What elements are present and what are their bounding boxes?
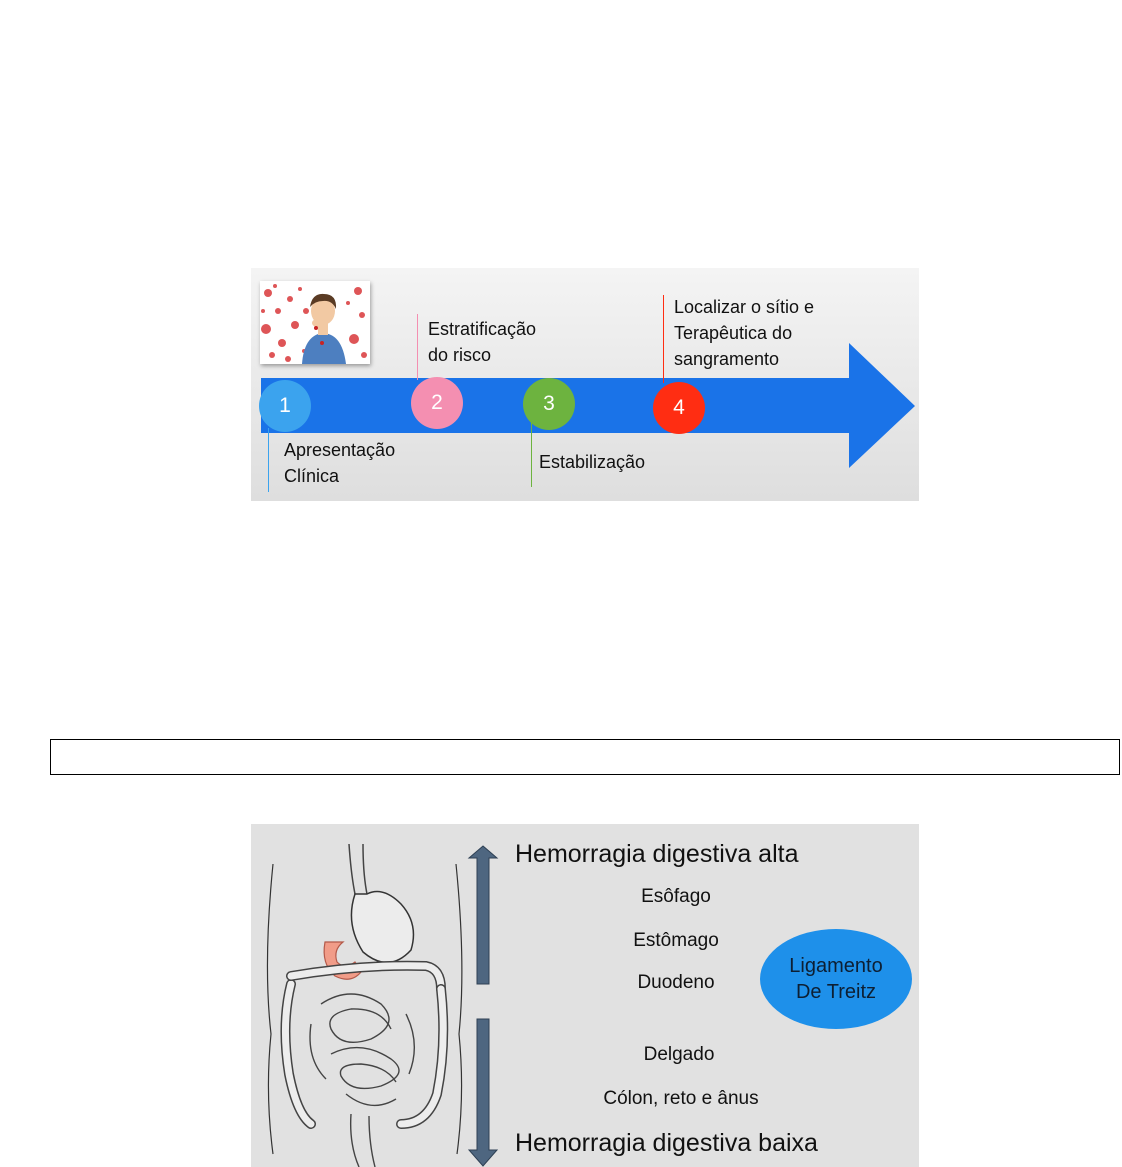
step-2-label: Estratificação do risco — [428, 316, 536, 368]
organ-duodenum: Duodeno — [576, 972, 776, 994]
downward-arrow-icon — [469, 1019, 497, 1166]
step-3-circle: 3 — [523, 378, 575, 430]
organ-small-intestine: Delgado — [579, 1044, 779, 1066]
gi-bleeding-figure: Hemorragia digestiva alta Esôfago Estôma… — [251, 824, 919, 1167]
step-3-connector — [531, 423, 532, 487]
person-coughing-blood-illustration — [260, 281, 370, 364]
step-1-connector — [268, 428, 269, 492]
organ-esophagus: Esôfago — [576, 886, 776, 908]
step-4-label: Localizar o sítio e Terapêutica do sangr… — [674, 294, 814, 372]
step-1-label: Apresentação Clínica — [284, 437, 395, 489]
organ-colon-rectum-anus: Cólon, reto e ânus — [581, 1088, 781, 1110]
step-3-label: Estabilização — [539, 449, 645, 475]
organ-stomach: Estômago — [576, 930, 776, 952]
step-2-connector — [417, 314, 418, 380]
upper-gi-bleeding-title: Hemorragia digestiva alta — [515, 840, 798, 869]
lower-gi-bleeding-title: Hemorragia digestiva baixa — [515, 1129, 818, 1158]
step-4-connector — [663, 295, 664, 383]
step-1-circle: 1 — [259, 380, 311, 432]
upward-arrow-icon — [469, 846, 497, 984]
step-2-circle: 2 — [411, 377, 463, 429]
empty-text-box — [50, 739, 1120, 775]
timeline-figure: 1 Apresentação Clínica 2 Estratificação … — [251, 268, 919, 501]
ligament-of-treitz-badge: Ligamento De Treitz — [760, 929, 912, 1029]
step-4-circle: 4 — [653, 382, 705, 434]
